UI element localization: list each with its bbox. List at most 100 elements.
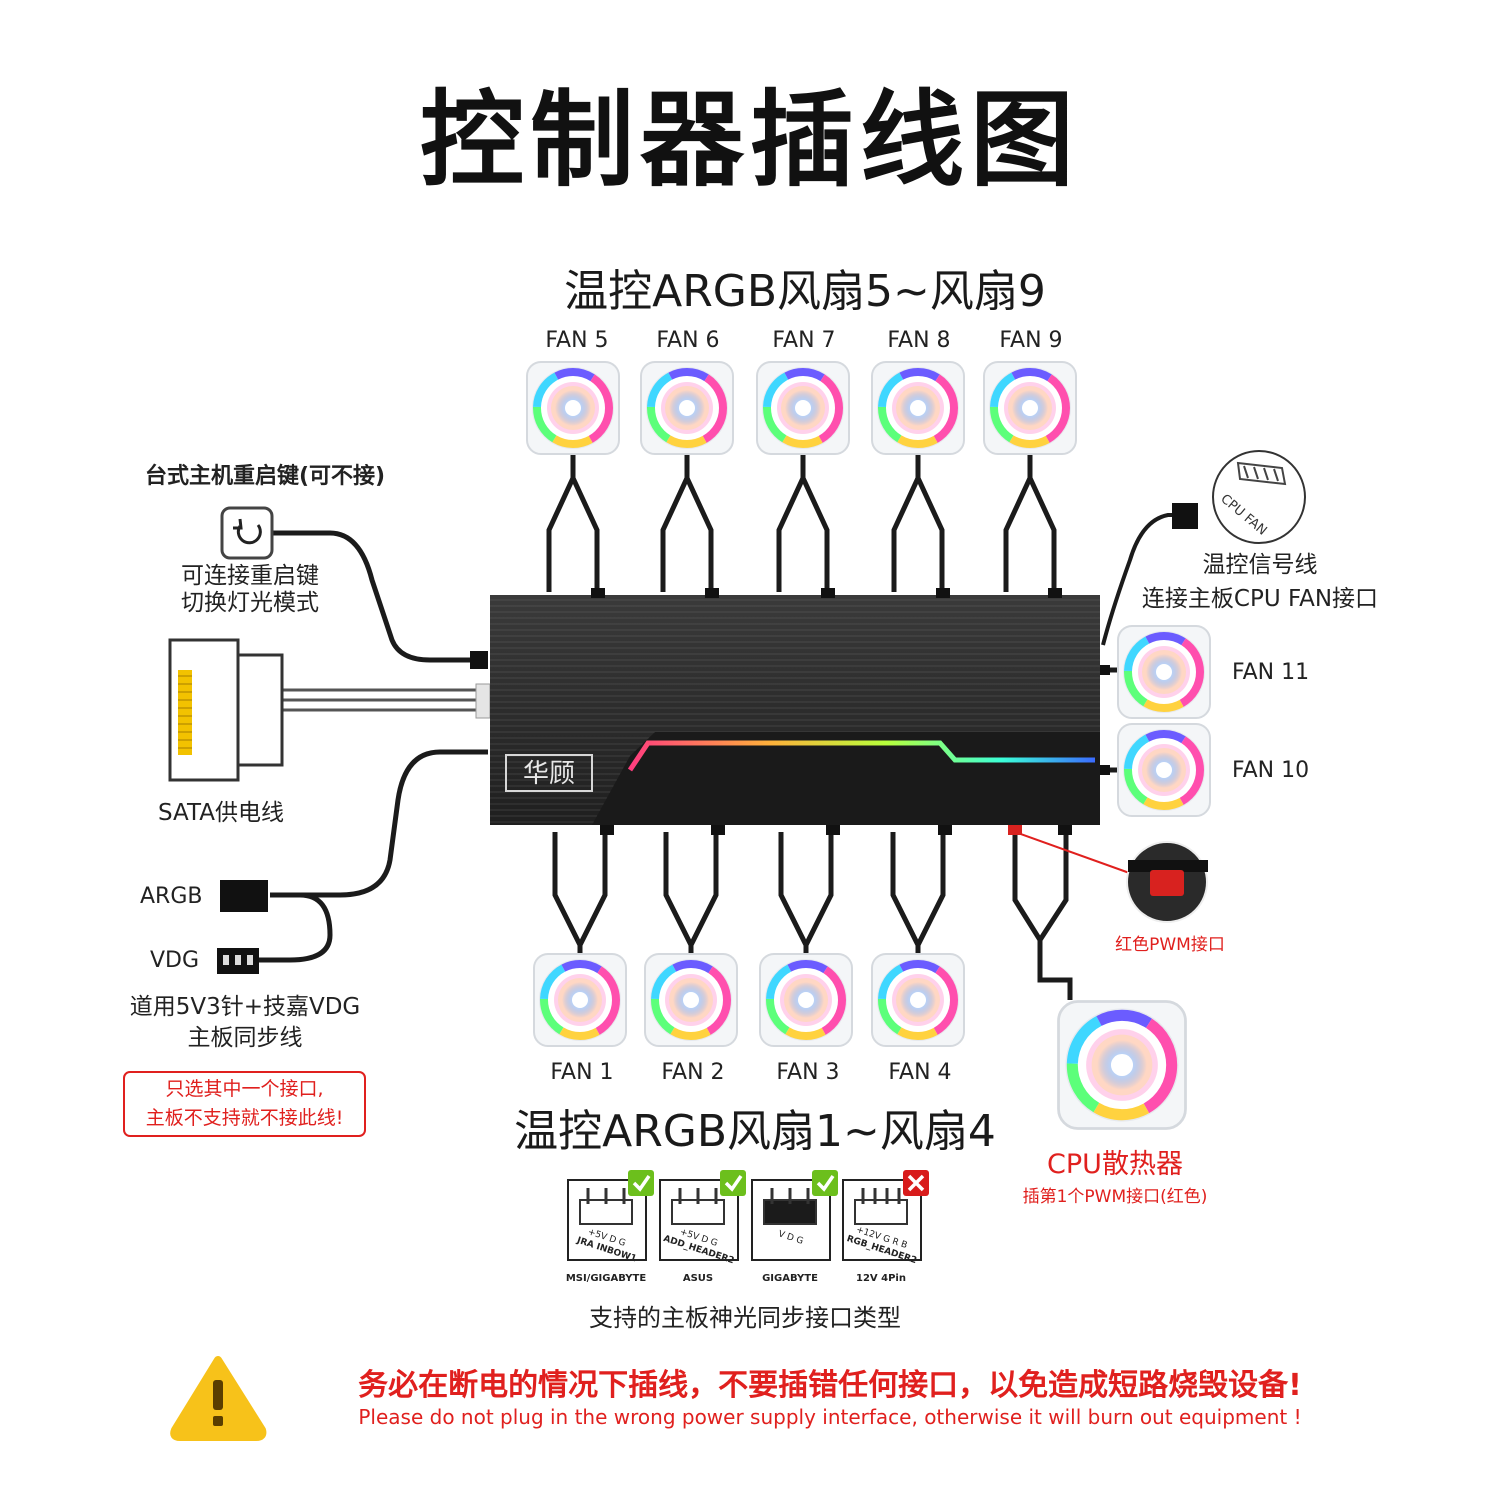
fan-6-label: FAN 6: [656, 328, 720, 353]
header-brand-label: 12V 4Pin: [856, 1273, 906, 1284]
hub-side-connector-2: [1100, 765, 1110, 775]
fan-7-icon: [757, 362, 849, 454]
fan-5-cable: [546, 455, 600, 592]
cross-mark: [907, 1174, 925, 1192]
hub-bottom-connector-4: [938, 825, 952, 835]
fan-10-icon: [1118, 724, 1210, 816]
bottom-fans: [534, 954, 964, 1046]
vdg-cable: [255, 892, 333, 963]
check-icon: [812, 1170, 838, 1196]
pwm-label: 红色PWM接口: [1115, 935, 1225, 955]
fan-3-icon: [760, 954, 852, 1046]
hub-top-connector-1: [591, 588, 605, 598]
fan-11-icon: [1118, 626, 1210, 718]
hub-bottom-connector-2: [711, 825, 725, 835]
fan-2-icon: [645, 954, 737, 1046]
sata-cable: [282, 688, 478, 712]
warning-box-frame: [123, 1071, 366, 1137]
fan-9-icon: [984, 362, 1076, 454]
fan-5-icon: [527, 362, 619, 454]
fan-8-cable: [891, 455, 945, 592]
top-group-title: 温控ARGB风扇5~风扇9: [564, 266, 1046, 317]
bottom-group-title: 温控ARGB风扇1~风扇4: [514, 1106, 996, 1157]
top-fans: [527, 362, 1076, 454]
argb-plug-icon: [220, 880, 268, 912]
sata-connector-icon: [168, 638, 284, 782]
fan-5-label: FAN 5: [545, 328, 609, 353]
hub-top-connector-4: [936, 588, 950, 598]
reset-desc-line1: 可连接重启键: [181, 563, 319, 589]
signal-desc: 温控信号线 连接主板CPU FAN接口: [1120, 548, 1400, 616]
fan-1-cable: [552, 832, 608, 955]
fan-3-label: FAN 3: [776, 1060, 840, 1085]
vdg-label: VDG: [150, 948, 200, 973]
fan-11-label: FAN 11: [1232, 660, 1310, 685]
signal-line2: 连接主板CPU FAN接口: [1141, 586, 1379, 612]
page-title: 控制器插线图: [419, 79, 1080, 201]
reset-cable: [272, 530, 478, 663]
fan-8-icon: [872, 362, 964, 454]
reset-desc-line2: 切换灯光模式: [181, 590, 319, 616]
cpu-cooler-fan-icon: [1059, 1002, 1186, 1129]
fan-4-cable: [890, 832, 946, 955]
check-icon: [628, 1170, 654, 1196]
top-fan-cables: [546, 455, 1057, 592]
hub-connectors: [591, 588, 1110, 835]
warning-box-line1: 只选其中一个接口,: [165, 1078, 324, 1100]
cpu-cooler-desc: 插第1个PWM接口(红色): [1022, 1187, 1208, 1207]
footer-warning-en: Please do not plug in the wrong power su…: [358, 1405, 1302, 1429]
cpu-cooler-title: CPU散热器: [1047, 1149, 1183, 1180]
fan-1-label: FAN 1: [550, 1060, 614, 1085]
fan-2-cable: [663, 832, 719, 955]
sata-label: SATA供电线: [158, 800, 284, 826]
hub-bottom-connector-5: [1058, 825, 1072, 835]
sync-line1: 道用5V3针+技嘉VDG: [129, 994, 361, 1020]
fan-3-cable: [778, 832, 834, 955]
fan-10-label: FAN 10: [1232, 758, 1310, 783]
fan-2-label: FAN 2: [661, 1060, 725, 1085]
check-icon: [720, 1170, 746, 1196]
fan-6-icon: [641, 362, 733, 454]
headers-caption: 支持的主板神光同步接口类型: [589, 1304, 901, 1332]
check-mark: [724, 1175, 743, 1192]
header-brand-label: MSI/GIGABYTE: [566, 1273, 647, 1284]
signal-line1: 温控信号线: [1202, 552, 1318, 578]
fan-7-cable: [776, 455, 830, 592]
fan-4-label: FAN 4: [888, 1060, 952, 1085]
fan-8-label: FAN 8: [887, 328, 951, 353]
hub-top-connector-5: [1048, 588, 1062, 598]
hub-logo: 华顾: [523, 759, 575, 789]
fan-7-label: FAN 7: [772, 328, 836, 353]
signal-cable: [1101, 513, 1185, 646]
hub-bottom-connector-1: [600, 825, 614, 835]
reset-plug: [470, 651, 488, 669]
sata-plug: [475, 683, 491, 719]
warning-triangle-icon: [170, 1356, 267, 1441]
fan-9-label: FAN 9: [999, 328, 1063, 353]
reset-desc: 可连接重启键 切换灯光模式: [140, 563, 360, 617]
argb-cable: [270, 749, 488, 898]
hub-bottom-connector-3: [826, 825, 840, 835]
fan-9-cable: [1003, 455, 1057, 592]
reset-button-icon: [220, 506, 274, 560]
header-brand-label: GIGABYTE: [762, 1273, 818, 1284]
fan-6-cable: [660, 455, 714, 592]
sync-line2: 主板同步线: [187, 1025, 303, 1051]
hub-top-connector-3: [821, 588, 835, 598]
header-brand-label: ASUS: [683, 1273, 713, 1284]
reset-title: 台式主机重启键(可不接): [144, 464, 386, 489]
pwm-pointer: [1014, 831, 1136, 876]
warning-box-line2: 主板不支持就不接此线!: [145, 1107, 344, 1129]
footer-warning-cn: 务必在断电的情况下插线，不要插错任何接口，以免造成短路烧毁设备!: [358, 1368, 1302, 1403]
argb-label: ARGB: [140, 884, 203, 909]
signal-plug: [1172, 503, 1198, 529]
check-mark: [632, 1175, 651, 1192]
warning-box: 只选其中一个接口, 主板不支持就不接此线!: [124, 1075, 365, 1133]
controller-hub: [490, 595, 1100, 825]
